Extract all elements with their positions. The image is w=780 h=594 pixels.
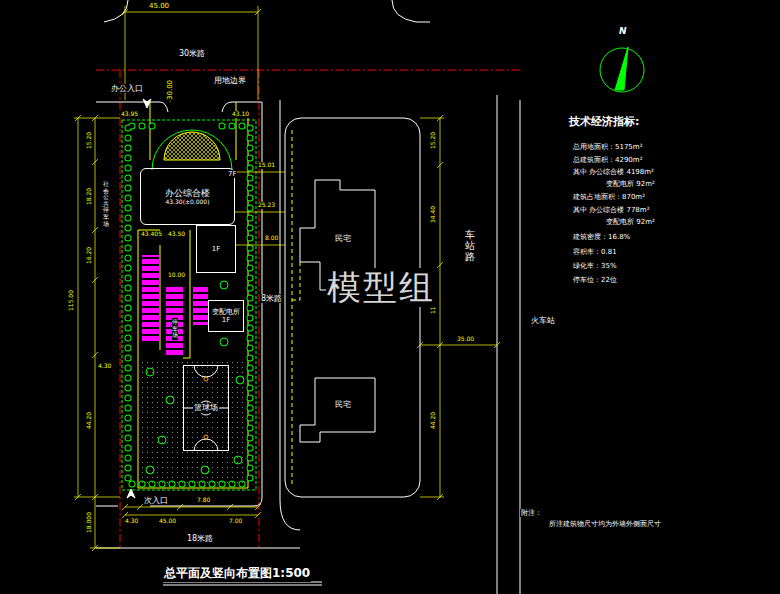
annotation-text: 变配电所 92m² xyxy=(605,218,656,226)
annotation-text: 7F xyxy=(227,170,237,178)
annotation-text: 总建筑面积：4290m² xyxy=(572,156,643,164)
node-text: 办公综合楼 xyxy=(164,188,211,199)
node-text: 变配电所 xyxy=(211,308,241,316)
annotation-text: 所注建筑物尺寸均为外墙外侧面尺寸 xyxy=(548,520,662,528)
dimension-text: 15.20 xyxy=(86,130,93,149)
drawing-title: 总平面及竖向布置图1:500 xyxy=(163,565,311,582)
dimension-text: 4.30 xyxy=(124,518,139,525)
dimension-text: 16.20 xyxy=(86,245,93,264)
node-text: 1F xyxy=(211,245,221,253)
dimension-text: 25.23 xyxy=(257,202,276,209)
dimension-text: 18.000 xyxy=(86,511,93,534)
annotation-text: 绿化率：35% xyxy=(572,262,618,270)
annotation-text: 总用地面积：5175m² xyxy=(572,143,643,151)
node-text: 民宅 xyxy=(334,234,352,244)
annotation-text: 其中 办公综合楼 4198m² xyxy=(572,168,655,176)
annotation-text: 社会公共停车场 xyxy=(103,180,109,228)
building-box: 1F xyxy=(196,225,236,273)
annotation-text: 建筑密度：16.8% xyxy=(572,233,631,241)
dimension-text: 44.20 xyxy=(86,410,93,429)
watermark: 模型组 xyxy=(326,268,436,307)
building-box: 变配电所1F xyxy=(208,300,244,332)
dimension-text: 7.80 xyxy=(196,497,211,504)
annotation-text: 附注： xyxy=(520,509,543,517)
node-text: 篮球场 xyxy=(193,403,219,413)
annotation-text: 18米路 xyxy=(186,534,214,543)
dimension-text: 15.01 xyxy=(257,162,276,169)
annotation-text: 火车站 xyxy=(530,316,556,325)
dimension-text: 43.405 xyxy=(140,231,163,238)
dimension-text: 35.00 xyxy=(456,336,475,343)
residence-label: 民宅 xyxy=(328,398,358,412)
node-text: 43.30(±0.000) xyxy=(164,198,210,205)
dimension-text: 15.20 xyxy=(430,130,437,149)
annotation-text: 其中 办公综合楼 778m² xyxy=(572,206,650,214)
dimension-text: 43.95 xyxy=(120,111,139,118)
court-box: 篮球场 xyxy=(183,365,229,451)
annotation-text: 建筑占地面积：870m² xyxy=(572,193,646,201)
annotation-text: 办公入口 xyxy=(110,84,144,93)
annotation-text: 车站路 xyxy=(465,228,475,263)
dimension-text: 34.40 xyxy=(430,204,437,223)
annotation-text: 变配电所 92m² xyxy=(605,180,656,188)
annotation-text: 停车位：22位 xyxy=(572,276,618,284)
dimension-text: 7.00 xyxy=(228,518,243,525)
dimension-text: 45.00 xyxy=(158,518,177,525)
dimension-text: 30.00 xyxy=(166,79,174,101)
node-text: 1F xyxy=(221,316,231,324)
dimension-text: 8.00 xyxy=(264,235,279,242)
dimension-text: 43.50 xyxy=(167,231,186,238)
dimension-text: 4.30 xyxy=(97,363,112,370)
dimension-text: 43.10 xyxy=(231,111,250,118)
annotation-text: 停车场 xyxy=(172,318,178,340)
dimension-text: 18.20 xyxy=(86,186,93,205)
annotation-text: 容积率：0.81 xyxy=(572,248,618,256)
dimension-text: 115.00 xyxy=(68,289,75,312)
annotation-text: 8米路 xyxy=(260,294,283,303)
dimension-text: 45.00 xyxy=(148,2,170,10)
annotation-text: 用地边界 xyxy=(213,76,247,85)
building-box: 办公综合楼43.30(±0.000) xyxy=(140,168,235,225)
annotation-text: N xyxy=(618,26,628,36)
node-text: 民宅 xyxy=(334,400,352,410)
annotation-text: 次入口 xyxy=(143,496,169,505)
dimension-text: 10.00 xyxy=(167,272,186,279)
dimension-text: 44.20 xyxy=(430,410,437,429)
annotation-text: 技术经济指标: xyxy=(568,116,640,129)
annotation-text: 30米路 xyxy=(178,49,206,58)
residence-label: 民宅 xyxy=(328,232,358,246)
